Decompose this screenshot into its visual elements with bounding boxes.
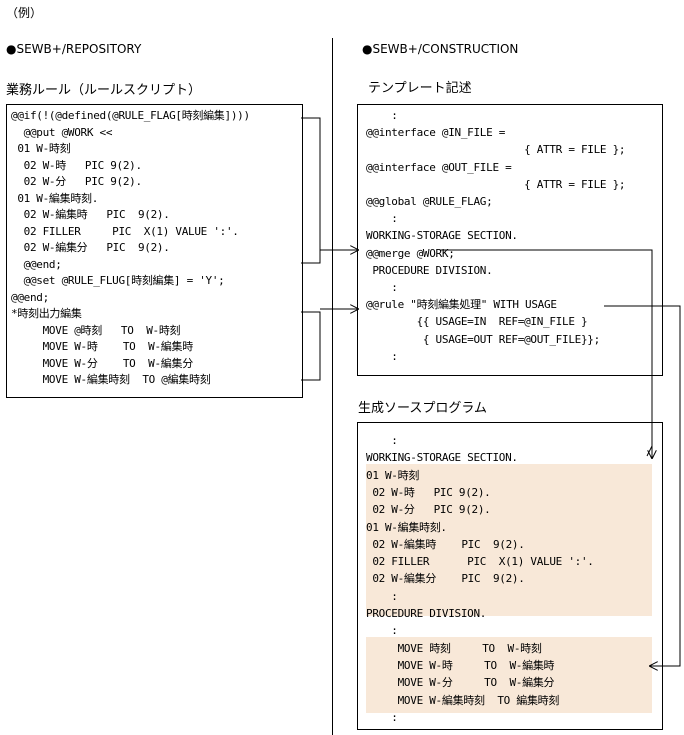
template-line: PROCEDURE DIVISION.	[366, 263, 493, 277]
business-rule-title: 業務ルール（ルールスクリプト）	[6, 83, 202, 98]
rule-script-line: 02 W-時 PIC 9(2).	[11, 158, 143, 172]
generated-source-line: 02 W-編集分 PIC 9(2).	[366, 572, 525, 586]
rule-script-line: MOVE W-分 TO W-編集分	[11, 356, 194, 370]
generated-source-line: WORKING-STORAGE SECTION.	[366, 451, 518, 465]
rule-script-line: 01 W-編集時刻.	[11, 191, 99, 205]
rule-script-line: MOVE W-編集時刻 TO @編集時刻	[11, 373, 211, 386]
construction-section-title: ●SEWB+/CONSTRUCTION	[362, 42, 519, 56]
template-line: { USAGE=OUT REF=@OUT_FILE}};	[366, 332, 600, 346]
template-line: :	[366, 212, 398, 226]
generated-source-line: :	[366, 624, 398, 638]
rule-script-line: MOVE @時刻 TO W-時刻	[11, 323, 181, 337]
rule-script-line: MOVE W-時 TO W-編集時	[11, 340, 194, 353]
template-line: :	[366, 109, 398, 122]
column-divider	[332, 38, 333, 735]
rule-script-line: @@end;	[11, 290, 49, 304]
rule-script-line: @@if(!(@defined(@RULE_FLAG[時刻編集])))	[11, 109, 250, 122]
generated-source-box: : WORKING-STORAGE SECTION. 01 W-時刻 02 W-時 …	[357, 422, 663, 730]
template-line: @@interface @IN_FILE =	[366, 126, 506, 140]
rule-to-generated-arrow	[604, 305, 681, 666]
rule-script-line: @@end;	[11, 257, 62, 271]
generated-procedure-highlight	[366, 637, 652, 713]
generated-source-line: 01 W-編集時刻.	[366, 520, 447, 534]
rule-body-to-rule-arrow	[301, 309, 358, 381]
generated-source-line: PROCEDURE DIVISION.	[366, 607, 487, 620]
generated-data-highlight	[366, 464, 652, 616]
put-to-merge-arrow	[301, 117, 358, 264]
rule-script-line: *時刻出力編集	[11, 307, 82, 320]
generated-source-line: MOVE W-編集時刻 TO 編集時刻	[366, 693, 560, 707]
rule-script-line: @@set @RULE_FLUG[時刻編集] = 'Y';	[11, 274, 225, 287]
rule-script-line: 02 W-編集時 PIC 9(2).	[11, 208, 170, 221]
template-line: @@global @RULE_FLAG;	[366, 195, 493, 208]
template-line: @@interface @OUT_FILE =	[366, 160, 512, 174]
generated-source-line: 01 W-時刻	[366, 468, 420, 482]
rule-script-line: 01 W-時刻	[11, 142, 71, 155]
template-line: { ATTR = FILE };	[366, 177, 626, 191]
generated-source-line: 02 W-時 PIC 9(2).	[366, 485, 491, 499]
generated-source-line: 02 W-分 PIC 9(2).	[366, 503, 491, 517]
generated-source-line: 02 FILLER PIC X(1) VALUE ':'.	[366, 555, 594, 569]
rule-script-line: 02 W-編集分 PIC 9(2).	[11, 241, 170, 254]
rule-script-box: @@if(!(@defined(@RULE_FLAG[時刻編集]))) @@pu…	[6, 104, 303, 398]
generated-source-line: MOVE W-分 TO W-編集分	[366, 676, 555, 690]
repository-section-title: ●SEWB+/REPOSITORY	[6, 42, 142, 56]
template-line: {{ USAGE=IN REF=@IN_FILE }	[366, 315, 588, 329]
example-label: （例）	[6, 6, 43, 20]
generated-source-line: 02 W-編集時 PIC 9(2).	[366, 537, 525, 551]
generated-source-title: 生成ソースプログラム	[358, 401, 487, 416]
template-line: @@rule "時刻編集処理" WITH USAGE	[366, 298, 557, 312]
template-line: :	[366, 349, 398, 363]
template-line: WORKING-STORAGE SECTION.	[366, 229, 518, 243]
template-box: : @@interface @IN_FILE = { ATTR = FILE };…	[357, 104, 663, 376]
generated-source-line: MOVE 時刻 TO W-時刻	[366, 641, 542, 655]
rule-script-line: @@put @WORK <<	[11, 125, 113, 139]
template-title: テンプレート記述	[368, 81, 472, 96]
rule-script-line: 02 W-分 PIC 9(2).	[11, 175, 143, 188]
template-line: :	[366, 281, 398, 294]
generated-source-line: :	[366, 434, 398, 447]
generated-source-line: MOVE W-時 TO W-編集時	[366, 658, 555, 672]
generated-source-line: :	[366, 589, 398, 603]
merge-to-generated-arrow	[440, 249, 652, 458]
template-line: { ATTR = FILE };	[366, 143, 626, 157]
generated-source-line: :	[366, 710, 398, 724]
rule-script-line: 02 FILLER PIC X(1) VALUE ':'.	[11, 224, 239, 238]
